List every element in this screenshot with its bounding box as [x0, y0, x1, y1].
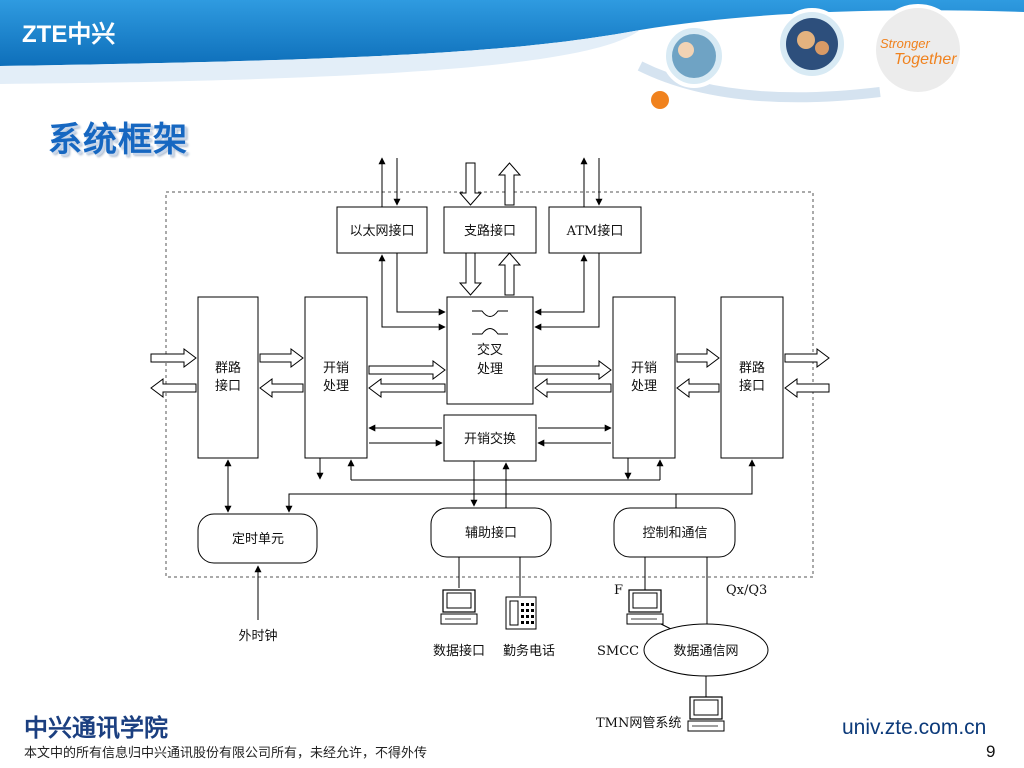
f-interface-label: F	[614, 583, 623, 598]
right-aggregate-interface-box: 群路 接口	[720, 296, 784, 459]
cross-connect-label-2: 处理	[477, 362, 503, 377]
external-clock-label: 外时钟	[238, 628, 277, 644]
control-comm-label: 控制和通信	[642, 526, 707, 541]
academy-logo-text: 中兴通讯学院	[24, 713, 168, 742]
overhead-switch-label: 开销交换	[464, 431, 516, 447]
slide-title: 系统框架	[48, 120, 188, 160]
tmn-label: TMN网管系统	[596, 716, 681, 731]
aux-interface-label: 辅助接口	[465, 525, 517, 541]
right-overhead-label-2: 处理	[631, 379, 657, 394]
slogan-together: Together	[894, 51, 957, 68]
timing-unit-box: 定时单元	[197, 513, 318, 564]
slide-header: ZTE中兴 Stronger Together	[0, 0, 1024, 109]
page-number: 9	[986, 742, 996, 761]
slogan-circle	[872, 4, 964, 96]
data-comm-network-label: 数据通信网	[673, 644, 738, 659]
cross-connect-box: 交叉 处理	[446, 296, 534, 405]
aux-interface-box: 辅助接口	[430, 507, 552, 558]
left-overhead-label-2: 处理	[323, 379, 349, 394]
left-aggregate-label-2: 接口	[215, 378, 241, 394]
ethernet-interface-box: 以太网接口	[336, 206, 428, 254]
qx-q3-label: Qx/Q3	[726, 583, 767, 598]
zte-logo: ZTE中兴	[22, 21, 115, 48]
tmn-terminal-icon	[687, 696, 725, 732]
data-interface-label: 数据接口	[433, 643, 485, 659]
right-overhead-label-1: 开销	[631, 361, 657, 376]
smcc-terminal-icon	[626, 589, 664, 625]
tributary-interface-box: 支路接口	[443, 206, 537, 254]
left-overhead-processing-box: 开销 处理	[304, 296, 368, 459]
right-overhead-processing-box: 开销 处理	[612, 296, 676, 459]
left-overhead-label-1: 开销	[323, 361, 349, 376]
left-aggregate-interface-box: 群路 接口	[197, 296, 259, 459]
cross-connect-label-1: 交叉	[477, 342, 503, 358]
ethernet-interface-label: 以太网接口	[349, 223, 414, 239]
service-phone-label: 勤务电话	[503, 643, 555, 659]
atm-interface-label: ATM接口	[566, 223, 624, 239]
copyright-notice: 本文中的所有信息归中兴通讯股份有限公司所有，未经允许，不得外传	[24, 746, 428, 761]
orange-dot	[651, 91, 669, 109]
smcc-label: SMCC	[597, 644, 639, 659]
website-url: univ.zte.com.cn	[842, 716, 987, 739]
right-aggregate-label-1: 群路	[739, 360, 765, 376]
data-terminal-icon	[440, 589, 478, 625]
overhead-switch-box: 开销交换	[443, 414, 537, 462]
slogan-stronger: Stronger	[880, 36, 931, 51]
data-comm-network-ellipse: 数据通信网	[643, 623, 769, 677]
timing-unit-label: 定时单元	[232, 532, 284, 547]
right-aggregate-label-2: 接口	[739, 378, 765, 394]
left-aggregate-label-1: 群路	[215, 360, 241, 376]
atm-interface-box: ATM接口	[548, 206, 642, 254]
signal-flow-arrows	[150, 348, 830, 398]
service-phone-icon	[505, 596, 537, 630]
control-comm-box: 控制和通信	[613, 507, 736, 558]
tributary-interface-label: 支路接口	[464, 223, 516, 239]
